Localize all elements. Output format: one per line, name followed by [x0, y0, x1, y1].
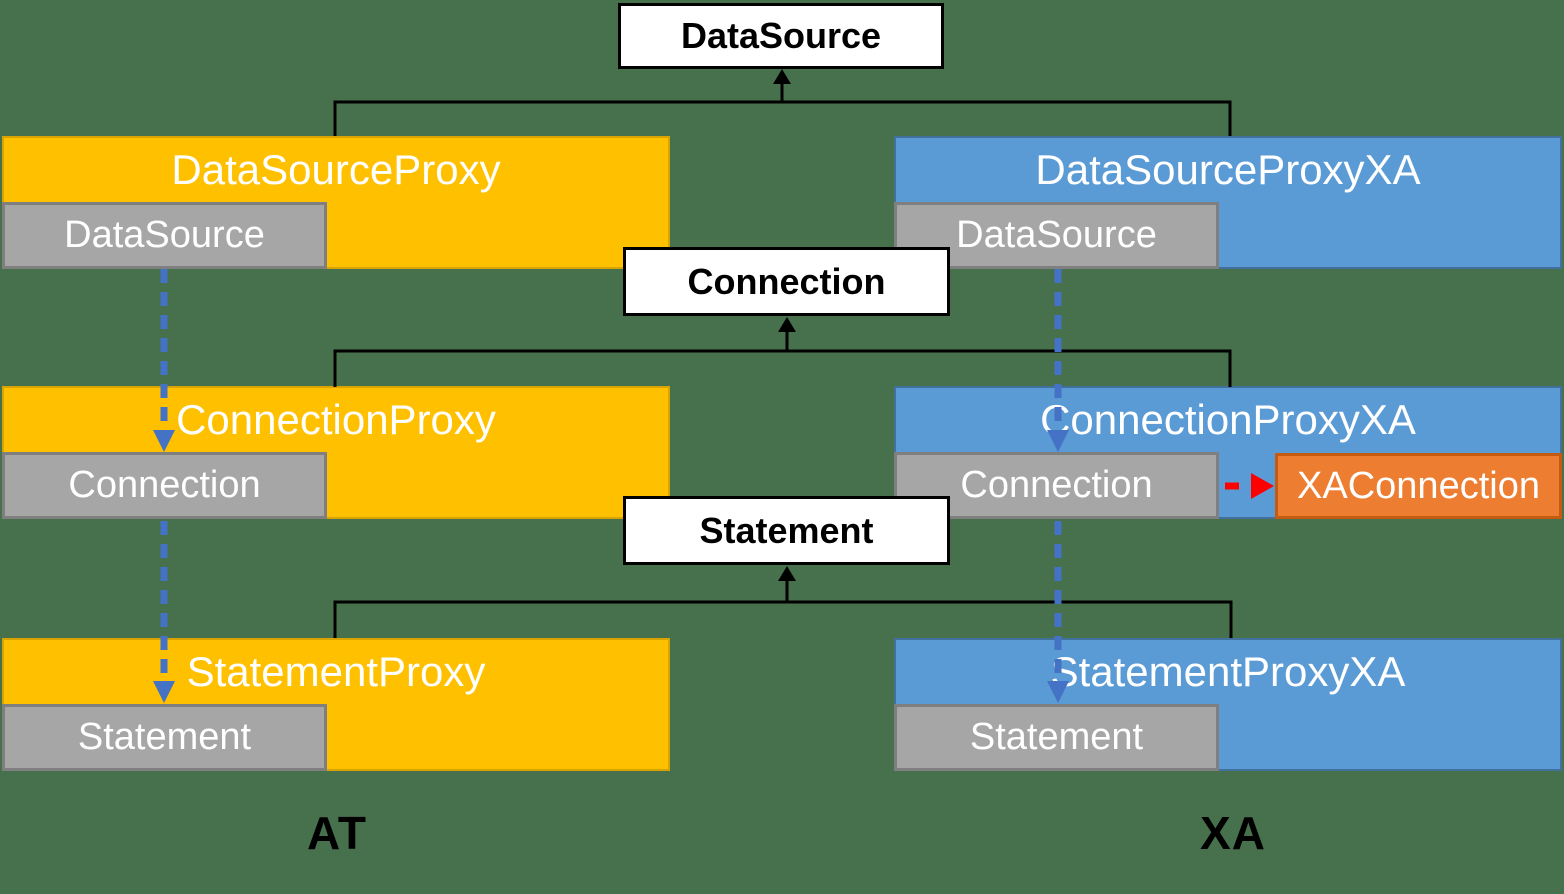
- at-datasourceproxy-title: DataSourceProxy: [171, 146, 501, 193]
- xa-statementproxyxa-box: StatementProxyXA Statement: [894, 638, 1562, 771]
- inheritance-connector-statement: [333, 566, 1233, 638]
- arrowhead-up-icon: [778, 566, 796, 581]
- interface-box-datasource: DataSource: [618, 3, 944, 69]
- xa-connectionproxyxa-title: ConnectionProxyXA: [1040, 396, 1416, 443]
- inheritance-connector-datasource: [333, 69, 1232, 136]
- at-wrapped-connection-box: Connection: [2, 452, 327, 519]
- mode-label-xa: XA: [1200, 807, 1266, 859]
- at-wrapped-statement-box: Statement: [2, 704, 327, 771]
- at-connectionproxy-title: ConnectionProxy: [176, 396, 496, 443]
- at-statementproxy-title: StatementProxy: [186, 648, 486, 695]
- at-datasourceproxy-box: DataSourceProxy DataSource: [2, 136, 670, 269]
- arrowhead-up-icon: [778, 317, 796, 332]
- xa-datasourceproxyxa-box: DataSourceProxyXA DataSource: [894, 136, 1562, 269]
- mode-label-at: AT: [307, 807, 367, 859]
- xa-statementproxyxa-title: StatementProxyXA: [1050, 648, 1406, 695]
- interface-box-statement: Statement: [623, 496, 950, 565]
- xa-datasourceproxyxa-title: DataSourceProxyXA: [1035, 146, 1421, 193]
- xa-wrapped-statement-box: Statement: [894, 704, 1219, 771]
- arrowhead-up-icon: [773, 69, 791, 84]
- at-wrapped-datasource-box: DataSource: [2, 202, 327, 269]
- interface-box-connection: Connection: [623, 247, 950, 316]
- xaconnection-box: XAConnection: [1275, 453, 1562, 519]
- xa-connectionproxyxa-box: ConnectionProxyXA Connection: [894, 386, 1562, 519]
- at-connectionproxy-box: ConnectionProxy Connection: [2, 386, 670, 519]
- inheritance-connector-connection: [333, 317, 1232, 387]
- at-statementproxy-box: StatementProxy Statement: [2, 638, 670, 771]
